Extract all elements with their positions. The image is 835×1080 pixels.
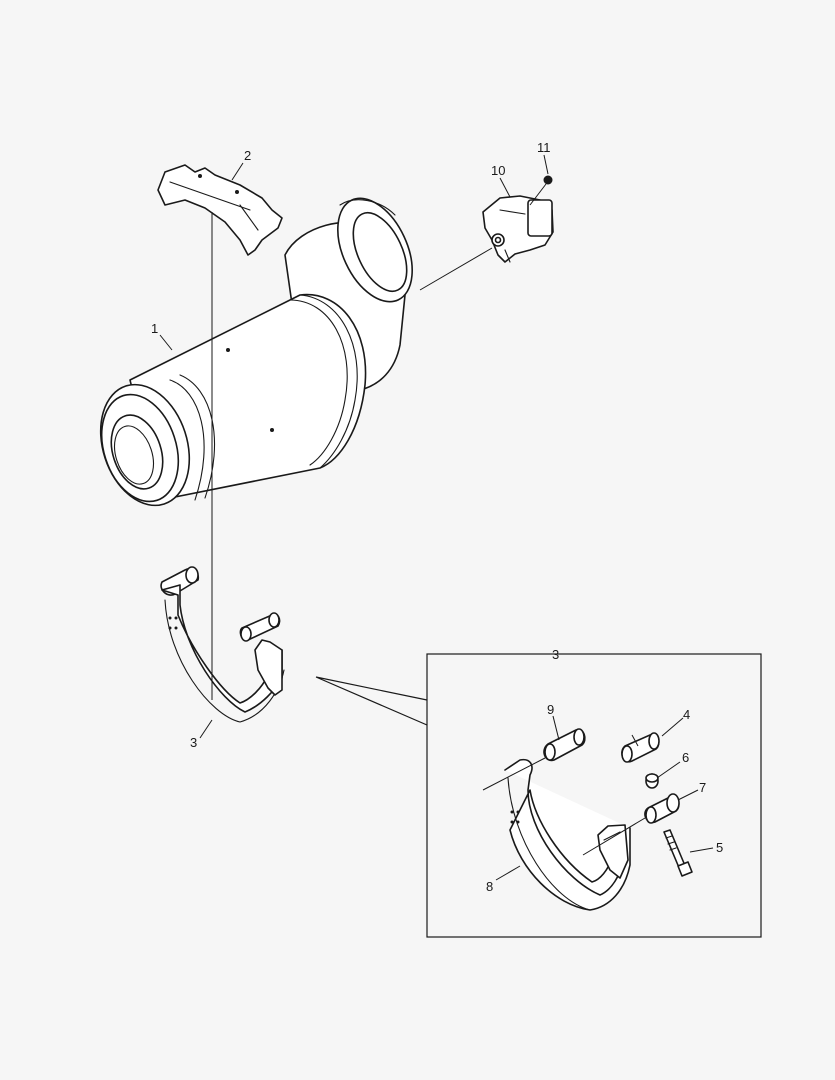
clamp-band-main (160, 566, 285, 723)
callout-3-detail: 3 (552, 647, 559, 662)
callout-10: 10 (491, 163, 505, 178)
pin-7 (644, 793, 680, 824)
detail-inset-box (315, 653, 762, 938)
callout-4: 4 (683, 707, 690, 722)
callout-5: 5 (716, 840, 723, 855)
pin-4 (621, 732, 660, 763)
clamp-band-detail (504, 758, 631, 911)
callout-3-main: 3 (190, 735, 197, 750)
mounting-bracket (157, 164, 283, 256)
bolt-5 (663, 829, 693, 877)
leader-lines (159, 154, 714, 881)
spacer-6 (645, 773, 659, 789)
callout-1: 1 (151, 321, 158, 336)
callout-6: 6 (682, 750, 689, 765)
callout-8: 8 (486, 879, 493, 894)
sensor-module (482, 195, 554, 263)
callout-2: 2 (244, 148, 251, 163)
callout-11: 11 (537, 140, 551, 155)
pin-9 (543, 728, 586, 762)
nut (543, 175, 553, 185)
callout-7: 7 (699, 780, 706, 795)
callout-labels: 1 2 3 3 4 5 6 7 8 9 10 11 (151, 140, 723, 894)
callout-9: 9 (547, 702, 554, 717)
muffler-canister (99, 197, 413, 507)
